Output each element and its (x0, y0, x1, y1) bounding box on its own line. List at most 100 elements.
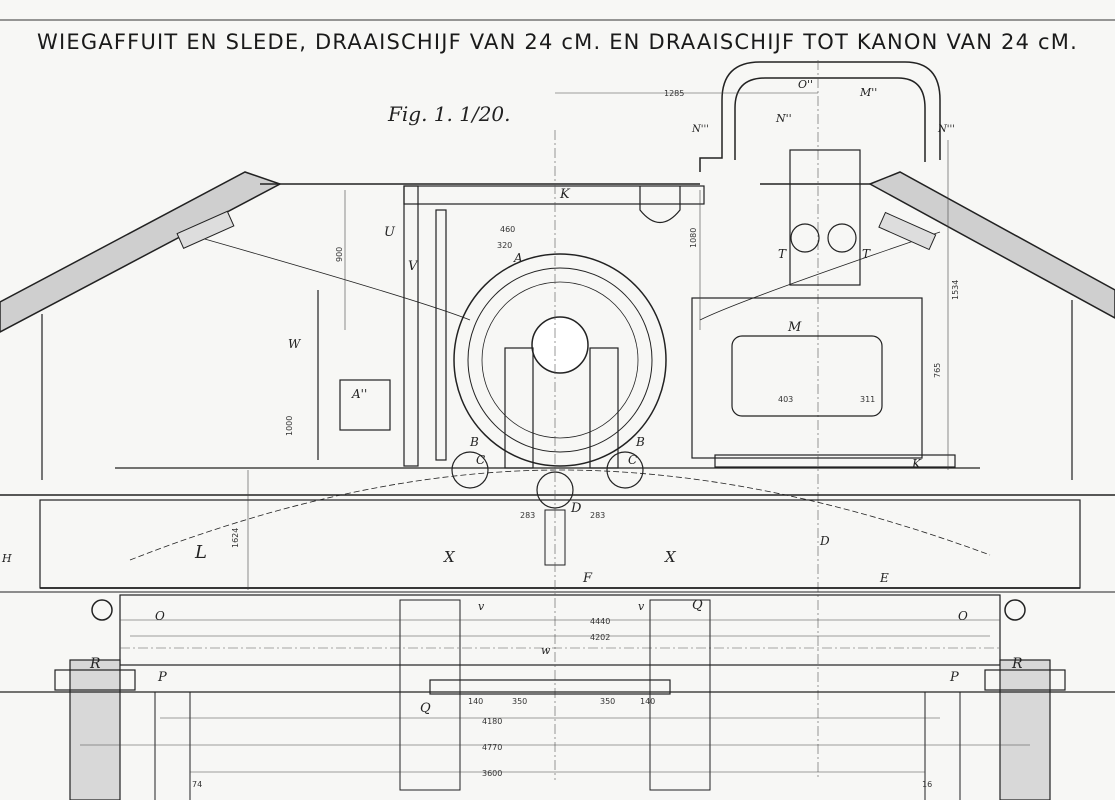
lower-block-q2 (649, 599, 711, 791)
top-hook (639, 186, 681, 224)
cradle-left-cheek (504, 347, 534, 469)
label-X-right: X (664, 548, 677, 566)
dimension-texts: 1285 4440 4202 4180 4770 3600 1624 1534 … (192, 89, 960, 789)
cradle-right-cheek (589, 347, 619, 469)
dim-403: 403 (778, 395, 793, 404)
breech-ring-inner (481, 281, 639, 439)
label-F: F (582, 571, 593, 586)
roof-right-slope (868, 171, 1115, 319)
central-pivot (429, 130, 671, 780)
label-B-left: B (469, 435, 479, 449)
frame-post-left (403, 185, 419, 467)
part-labels: L H X X F D M K U V W A'' R R P P Q Q O … (1, 78, 1023, 716)
dim-3600: 3600 (482, 769, 502, 778)
walls (41, 300, 1073, 480)
lower-block-q (399, 599, 461, 791)
label-K-right: K (911, 457, 922, 471)
label-V: V (408, 259, 419, 274)
dim-900: 900 (335, 247, 344, 262)
label-X-left: X (443, 548, 456, 566)
dim-350a: 350 (512, 697, 527, 706)
turntable-body (119, 594, 1001, 666)
sled-frame (0, 469, 1115, 666)
label-B-right: B (635, 435, 645, 449)
box-m-window (731, 335, 883, 417)
label-L: L (194, 542, 207, 563)
breech-ring-mid (467, 267, 653, 453)
label-A2: A'' (351, 387, 367, 401)
trunnion-left (451, 451, 489, 489)
label-v-left: v (478, 600, 485, 613)
right-box (691, 149, 956, 468)
top-beam (403, 185, 705, 205)
label-U: U (384, 225, 396, 240)
label-M: M (787, 320, 802, 335)
dim-4770: 4770 (482, 743, 502, 752)
figure-label: Fig. 1. 1/20. (388, 102, 511, 126)
rail-path (129, 469, 991, 561)
trunnion-right (606, 451, 644, 489)
foundation (0, 599, 1115, 800)
dim-74: 74 (192, 780, 202, 789)
label-D-right: D (819, 534, 830, 548)
inner-arc-left (179, 231, 471, 321)
label-T-right: T (862, 247, 871, 261)
dim-311: 311 (860, 395, 875, 404)
vent-left (176, 210, 235, 249)
dim-460: 460 (500, 225, 515, 234)
pulley-frame (789, 149, 861, 286)
label-N3-left: N''' (691, 124, 709, 135)
label-W: W (288, 337, 302, 351)
inner-arc-right (699, 231, 941, 321)
pillar-right (999, 659, 1051, 800)
label-T-left: T (778, 247, 787, 261)
label-w: w (541, 644, 551, 657)
left-frame (317, 185, 705, 467)
dome-outer (699, 61, 941, 172)
observation-dome (699, 60, 941, 780)
dim-4440: 4440 (590, 617, 610, 626)
label-v-right: v (638, 600, 645, 613)
dim-4180: 4180 (482, 717, 502, 726)
label-O2: O'' (798, 78, 813, 91)
vent-right (878, 211, 937, 251)
label-E: E (879, 571, 889, 585)
dim-320: 320 (497, 241, 512, 250)
dim-1534: 1534 (951, 280, 960, 300)
dome-inner (734, 77, 926, 162)
label-K-top: K (559, 187, 571, 202)
label-R-left: R (89, 656, 101, 672)
label-C-right: C (628, 453, 637, 467)
label-O-right: O (958, 609, 968, 623)
label-D-center: D (570, 501, 582, 516)
pillar-left (69, 659, 121, 800)
dim-140a: 140 (468, 697, 483, 706)
label-A-center: A (513, 251, 523, 265)
dim-1285: 1285 (664, 89, 684, 98)
roller-left-wheel (91, 599, 113, 621)
roller-right (984, 599, 1066, 800)
pivot-shaft (544, 509, 566, 566)
label-N2: N'' (775, 112, 792, 125)
sight-box (339, 379, 391, 431)
label-P-left: P (157, 670, 167, 685)
bracket-left (54, 669, 136, 691)
dimension-lines (80, 92, 1030, 773)
dim-140b: 140 (640, 697, 655, 706)
roof-left-slope (0, 171, 282, 333)
dim-283a: 283 (520, 511, 535, 520)
casemate-roof (0, 171, 1115, 333)
drawing-title: WIEGAFFUIT EN SLEDE, DRAAISCHIJF VAN 24 … (37, 30, 1078, 54)
roller-left (54, 599, 136, 800)
label-Q-mid: Q (692, 598, 703, 613)
label-M2: M'' (859, 86, 877, 99)
lower-pivot-block (429, 679, 671, 695)
bracket-right (984, 669, 1066, 691)
frame-post-right (435, 209, 447, 461)
deck (0, 467, 1115, 501)
dim-4202: 4202 (590, 633, 610, 642)
label-C-left: C (476, 453, 485, 467)
dim-1624: 1624 (231, 528, 240, 548)
